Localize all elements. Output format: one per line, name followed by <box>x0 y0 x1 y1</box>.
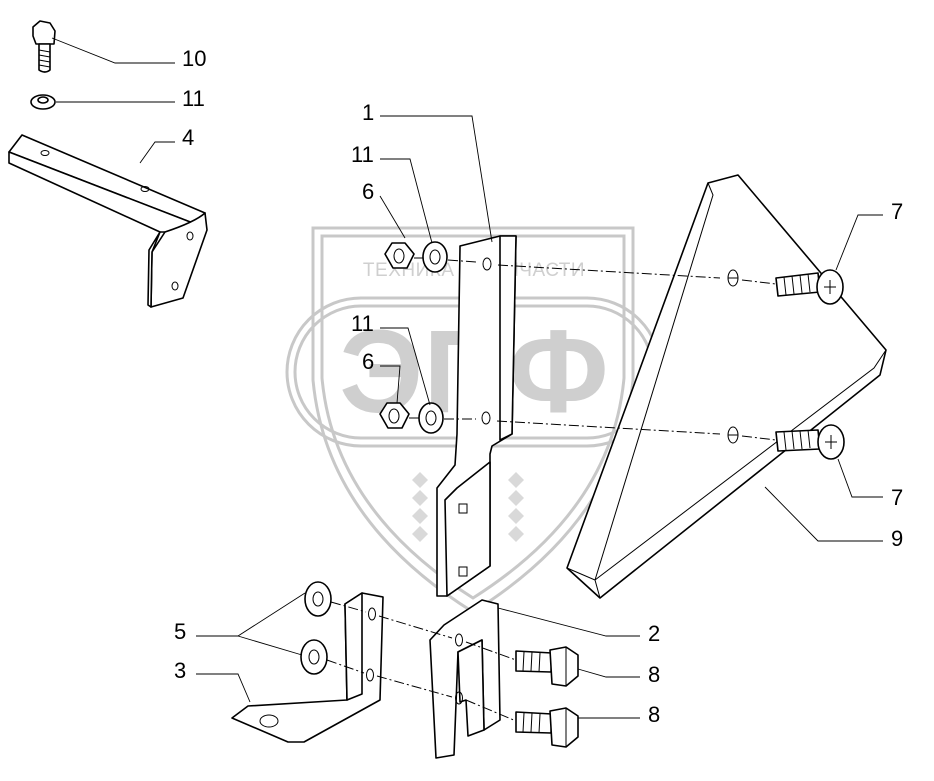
part-screw-7-upper <box>775 269 844 305</box>
part-washer-11-top <box>30 94 56 110</box>
callout-11-mid-upper: 11 <box>351 142 374 167</box>
callout-9: 9 <box>891 526 903 551</box>
callout-labels: 10 11 4 1 11 6 11 6 7 7 9 5 3 2 8 8 <box>174 46 903 727</box>
part-screw-7-lower <box>775 424 845 460</box>
callout-11-mid-lower: 11 <box>351 311 374 336</box>
assembly-centerlines <box>326 257 777 722</box>
callout-1: 1 <box>362 100 374 125</box>
part-washer-5-upper <box>304 581 332 617</box>
part-bolt-10 <box>32 20 56 73</box>
callout-7-lower: 7 <box>891 485 903 510</box>
part-triangle-reflector-9 <box>566 174 887 599</box>
callout-3: 3 <box>174 658 186 683</box>
callout-6-upper: 6 <box>362 179 374 204</box>
callout-5: 5 <box>174 619 186 644</box>
part-washer-11-upper <box>422 241 448 273</box>
part-u-channel-2 <box>429 599 501 759</box>
callout-8-lower: 8 <box>648 702 660 727</box>
part-l-bracket-3 <box>231 592 384 743</box>
callout-7-upper: 7 <box>891 199 903 224</box>
part-washer-5-lower <box>300 639 328 675</box>
part-nut-6-upper <box>384 242 415 269</box>
callout-11-top: 11 <box>182 86 205 111</box>
part-washer-11-lower <box>418 402 444 434</box>
callout-4: 4 <box>182 125 194 150</box>
wheat-ear-icon <box>412 472 524 542</box>
callout-6-lower: 6 <box>362 349 374 374</box>
part-strip-bracket-1 <box>436 235 517 597</box>
part-nut-6-lower <box>379 402 410 429</box>
part-bolt-8-lower <box>515 707 579 748</box>
callout-2: 2 <box>648 621 660 646</box>
callout-10: 10 <box>182 46 206 71</box>
callout-8-upper: 8 <box>648 662 660 687</box>
callout-leader-lines <box>51 37 883 719</box>
part-bolt-8-upper <box>515 646 579 687</box>
part-bracket-4 <box>8 134 208 308</box>
